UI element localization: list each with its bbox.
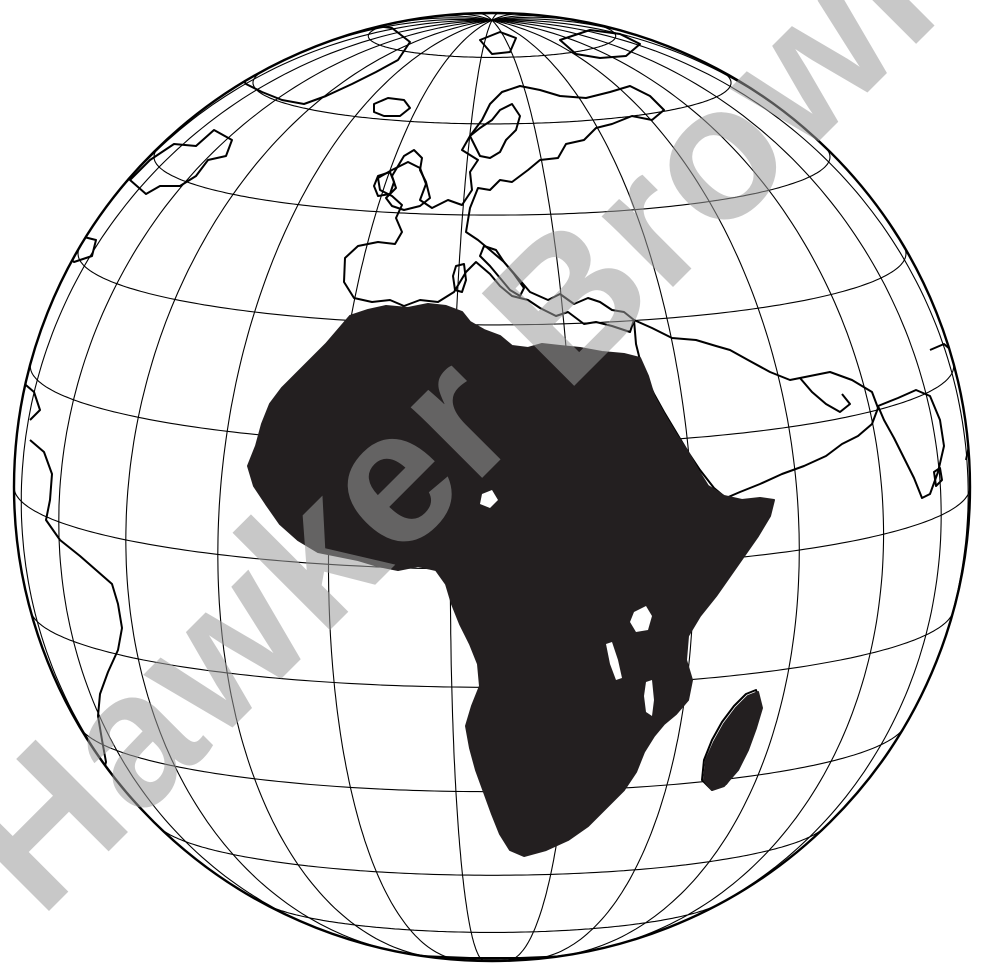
madagascar-landmass xyxy=(703,691,763,791)
north-america-coastline xyxy=(129,129,233,195)
lake-chad xyxy=(480,490,498,508)
italy-coastline xyxy=(479,245,525,297)
lake-malawi xyxy=(644,680,654,716)
sardinia-coastline xyxy=(452,263,467,293)
south-america-coastline xyxy=(29,439,123,801)
meridian-line xyxy=(491,19,942,913)
ireland-coastline xyxy=(373,171,395,197)
europe-coastline xyxy=(343,85,665,333)
scandinavia-coastline xyxy=(469,103,521,159)
meridian-line xyxy=(67,19,493,269)
parallel-line xyxy=(153,146,831,216)
parallel-line xyxy=(264,903,720,933)
globe-outline xyxy=(12,11,972,963)
meridian-line xyxy=(58,19,493,931)
persian-gulf-coastline xyxy=(799,377,851,413)
parallel-line xyxy=(367,21,617,58)
sri-lanka-coastline xyxy=(933,467,943,487)
arctic-islands-coastline xyxy=(559,29,641,59)
lake-tanganyika xyxy=(606,642,622,680)
middle-east-coastline xyxy=(633,319,879,499)
africa-landmass xyxy=(247,303,775,857)
meridian-line xyxy=(491,19,800,957)
parallel-line xyxy=(77,247,907,326)
svalbard-coastline xyxy=(479,31,517,55)
iceland-coastline xyxy=(373,97,411,117)
parallel-line xyxy=(159,827,825,876)
india-coastline xyxy=(877,389,945,499)
caribbean-coastline xyxy=(19,379,41,421)
meridian-line xyxy=(287,18,493,59)
lake-victoria xyxy=(630,606,652,632)
parallel-line xyxy=(252,70,732,125)
meridian-line xyxy=(20,19,493,822)
meridian-line xyxy=(217,19,493,958)
